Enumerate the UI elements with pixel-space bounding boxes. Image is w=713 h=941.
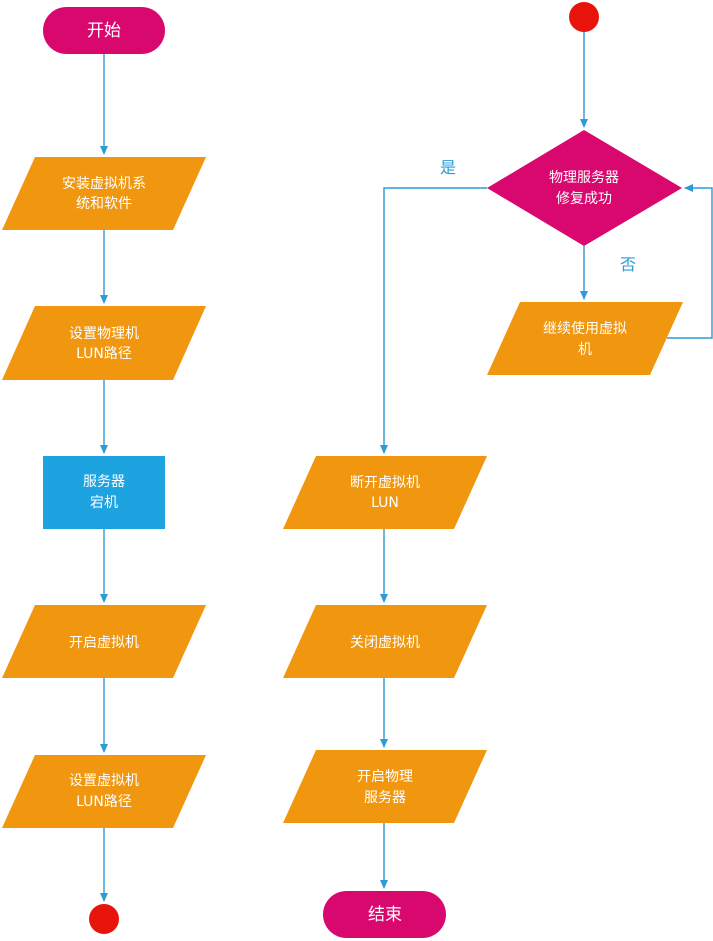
set-physical-lun-line2: LUN路径: [76, 346, 132, 362]
end-label: 结束: [368, 905, 402, 925]
disconnect-lun-node: 断开虚拟机 LUN: [283, 456, 487, 529]
start-node: 开始: [43, 7, 165, 54]
continue-vm-node: 继续使用虚拟 机: [487, 302, 683, 375]
set-vm-lun-node: 设置虚拟机 LUN路径: [2, 755, 206, 828]
edge-continue-loop-back: [667, 184, 713, 339]
decision-line1: 物理服务器: [549, 170, 619, 186]
disconnect-lun-line2: LUN: [371, 495, 399, 511]
start-connector: [569, 2, 599, 32]
install-node: 安装虚拟机系 统和软件: [2, 157, 206, 230]
set-physical-lun-line1: 设置物理机: [69, 326, 139, 342]
edge-label-no: 否: [620, 255, 636, 274]
server-down-line1: 服务器: [83, 474, 125, 490]
start-vm-node: 开启虚拟机: [2, 605, 206, 678]
start-label: 开始: [87, 21, 121, 41]
continue-vm-line1: 继续使用虚拟: [543, 320, 627, 337]
disconnect-lun-line1: 断开虚拟机: [350, 475, 420, 491]
continue-vm-line2: 机: [578, 342, 592, 358]
decision-line2: 修复成功: [556, 190, 612, 207]
start-vm-label: 开启虚拟机: [69, 635, 139, 651]
decision-node: 物理服务器 修复成功: [487, 130, 682, 246]
set-physical-lun-node: 设置物理机 LUN路径: [2, 306, 206, 380]
end-connector: [89, 904, 119, 934]
set-vm-lun-line1: 设置虚拟机: [69, 773, 139, 789]
edge-decision-yes: [380, 187, 487, 454]
start-physical-line1: 开启物理: [357, 769, 413, 785]
close-vm-label: 关闭虚拟机: [350, 635, 420, 651]
server-down-node: 服务器 宕机: [43, 456, 165, 529]
close-vm-node: 关闭虚拟机: [283, 605, 487, 678]
start-physical-line2: 服务器: [364, 790, 406, 806]
end-node: 结束: [323, 891, 446, 938]
install-label-line2: 统和软件: [76, 196, 132, 212]
install-label-line1: 安装虚拟机系: [62, 176, 146, 192]
server-down-line2: 宕机: [90, 495, 118, 511]
edge-label-yes: 是: [440, 158, 456, 177]
start-physical-node: 开启物理 服务器: [283, 750, 487, 823]
set-vm-lun-line2: LUN路径: [76, 794, 132, 810]
